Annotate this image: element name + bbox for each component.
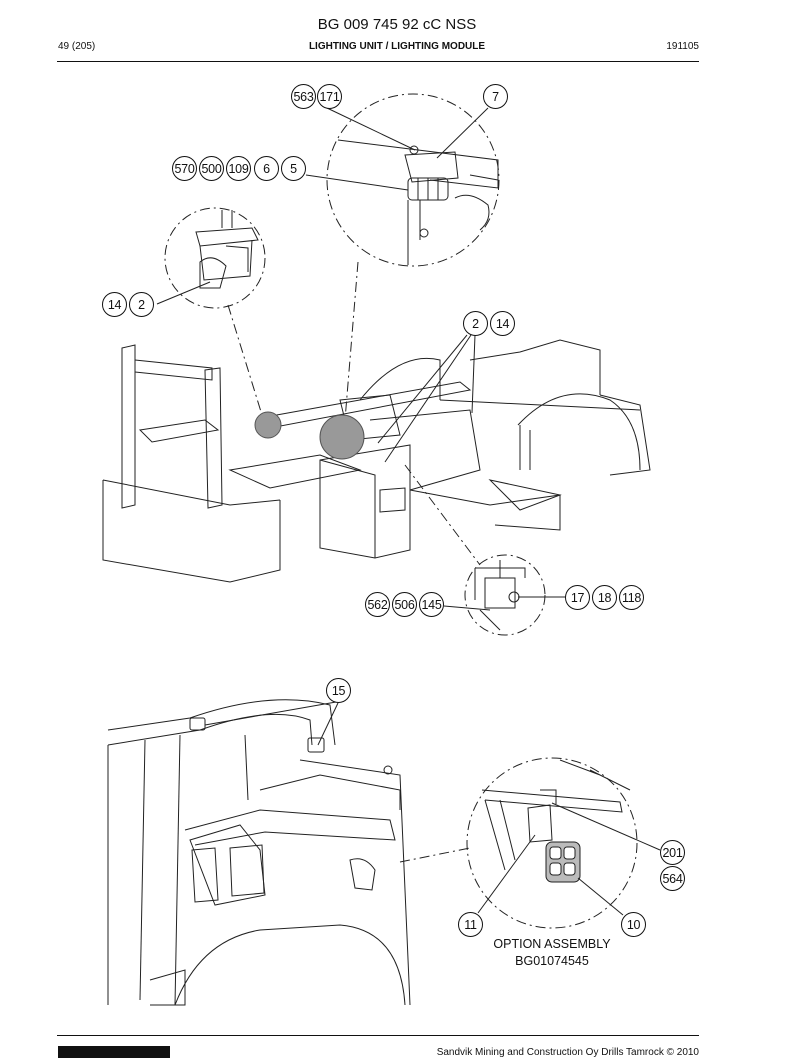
callout-562: 562 bbox=[365, 592, 390, 617]
main-frame-drawing bbox=[102, 339, 651, 583]
detail-circles bbox=[164, 93, 638, 929]
option-detail-drawing bbox=[481, 759, 631, 883]
callout-506: 506 bbox=[392, 592, 417, 617]
callout-563: 563 bbox=[291, 84, 316, 109]
callout-11: 11 bbox=[458, 912, 483, 937]
callout-14-center: 14 bbox=[490, 311, 515, 336]
section-title: LIGHTING UNIT / LIGHTING MODULE bbox=[308, 41, 486, 52]
callout-15: 15 bbox=[326, 678, 351, 703]
date-code: 191105 bbox=[666, 41, 699, 52]
company-logo bbox=[58, 1046, 170, 1058]
callout-109: 109 bbox=[226, 156, 251, 181]
header-rule bbox=[57, 61, 699, 62]
callout-171: 171 bbox=[317, 84, 342, 109]
detail-circle-bracket bbox=[464, 554, 546, 636]
callout-10: 10 bbox=[621, 912, 646, 937]
callout-7: 7 bbox=[483, 84, 508, 109]
callout-500: 500 bbox=[199, 156, 224, 181]
detail-left-lamp bbox=[195, 210, 259, 289]
callout-145: 145 bbox=[419, 592, 444, 617]
callout-5: 5 bbox=[281, 156, 306, 181]
page-number: 49 (205) bbox=[58, 41, 96, 52]
callout-6: 6 bbox=[254, 156, 279, 181]
leader-lines-bottom bbox=[204, 701, 661, 916]
callout-2-center: 2 bbox=[463, 311, 488, 336]
callout-118: 118 bbox=[619, 585, 644, 610]
option-assembly-label: OPTION ASSEMBLY bbox=[493, 937, 611, 951]
detail-circle-left bbox=[164, 207, 266, 309]
cab-drawing bbox=[107, 699, 411, 1006]
callout-201: 201 bbox=[660, 840, 685, 865]
highlight-lamp-left bbox=[254, 411, 282, 439]
footer-rule bbox=[57, 1035, 699, 1036]
callout-570: 570 bbox=[172, 156, 197, 181]
callout-14-left: 14 bbox=[102, 292, 127, 317]
document-code: BG 009 745 92 cC NSS bbox=[317, 16, 477, 33]
detail-circle-option bbox=[466, 757, 638, 929]
detail-bracket bbox=[474, 560, 526, 631]
leader-lines-top bbox=[156, 107, 566, 611]
detail-circle-top bbox=[326, 93, 500, 267]
highlight-lamp-center bbox=[319, 414, 365, 460]
detail-top-lamp bbox=[337, 139, 499, 265]
callout-18: 18 bbox=[592, 585, 617, 610]
callout-2-left: 2 bbox=[129, 292, 154, 317]
callout-17: 17 bbox=[565, 585, 590, 610]
callout-564: 564 bbox=[660, 866, 685, 891]
option-assembly-code: BG01074545 bbox=[515, 954, 589, 968]
